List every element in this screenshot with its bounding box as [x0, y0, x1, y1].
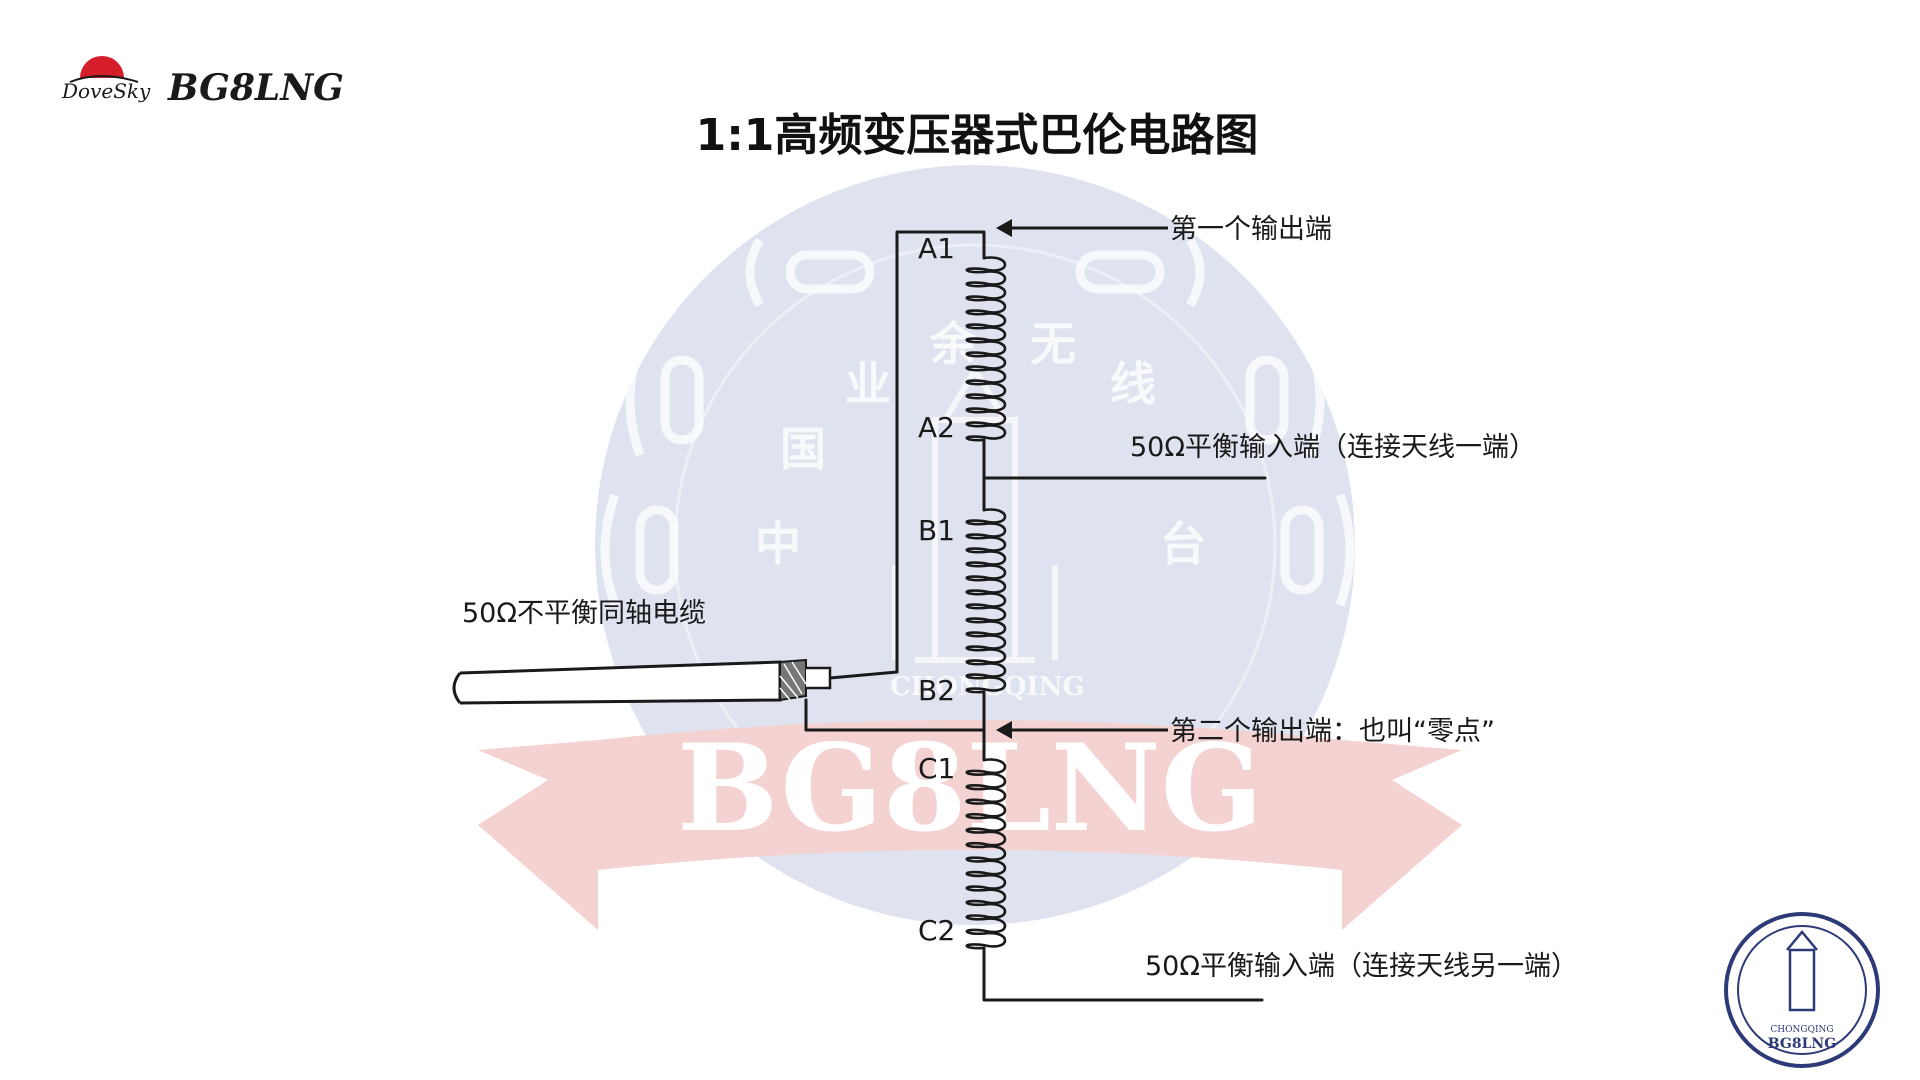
- antenna-icon: [1075, 250, 1165, 294]
- wave-icon: [1305, 343, 1325, 457]
- antenna-icon: [660, 355, 704, 445]
- braid-hatch: [779, 661, 807, 701]
- wave-icon: [625, 343, 645, 457]
- wm-char: 业: [845, 357, 891, 411]
- label-a1: A1: [918, 232, 955, 265]
- coax-cut-end: [452, 672, 462, 704]
- wm-char: 台: [1160, 517, 1206, 571]
- watermark-wave-icons: [600, 237, 1355, 607]
- annotation-unbalanced-cable: 50Ω不平衡同轴电缆: [462, 598, 706, 629]
- seal-city: CHONGQING: [1770, 1025, 1833, 1035]
- annotation-arrows: [996, 219, 1168, 739]
- antenna-icon: [1280, 505, 1324, 595]
- wm-char: 中: [755, 517, 801, 571]
- watermark-ribbon: BG8LNG: [478, 718, 1462, 930]
- seal-inner-ring: [1737, 925, 1867, 1055]
- wm-char: 无: [1030, 317, 1076, 371]
- sun-icon: [80, 56, 124, 78]
- annotation-first-output: 第一个输出端: [1170, 214, 1332, 245]
- annotation-second-output: 第二个输出端：也叫“零点”: [1170, 716, 1495, 747]
- coil-labels: A1 A2 B1 B2 C1 C2: [918, 232, 955, 947]
- dove-icon: [69, 75, 139, 83]
- annotation-balanced-input-1: 50Ω平衡输入端（连接天线一端）: [1130, 432, 1536, 463]
- page-title: 1:1高频变压器式巴伦电路图: [696, 110, 1259, 161]
- brand-callsign: BG8LNG: [167, 67, 344, 109]
- coax-center-conductor: [829, 670, 898, 680]
- transformer-windings: [965, 256, 1007, 950]
- label-c2: C2: [918, 914, 955, 947]
- winding-b: [965, 508, 1007, 694]
- wave-icon: [745, 237, 764, 308]
- brand-logo: DoveSky BG8LNG: [61, 56, 344, 109]
- annotations: 第一个输出端 50Ω平衡输入端（连接天线一端） 50Ω不平衡同轴电缆 第二个输出…: [462, 214, 1578, 982]
- wave-icon: [1335, 493, 1355, 607]
- circuit-wires: [804, 230, 1267, 1002]
- brand-script: DoveSky: [61, 79, 151, 103]
- label-b2: B2: [918, 674, 955, 707]
- ribbon-band: [598, 720, 1342, 870]
- wm-char: 线: [1110, 357, 1156, 411]
- seal-callsign: BG8LNG: [1768, 1036, 1836, 1052]
- balanced-input-2-wire: [982, 946, 1264, 1002]
- seal-tower-icon: [1788, 948, 1816, 1012]
- a1-lead-wire: [895, 230, 986, 674]
- label-b1: B1: [918, 514, 955, 547]
- seal-outer-ring: [1724, 912, 1880, 1068]
- antenna-icon: [1245, 355, 1289, 445]
- arrow-head-icon: [996, 219, 1012, 237]
- coax-cable: [452, 658, 898, 705]
- coax-jacket: [459, 660, 782, 705]
- coax-dielectric: [806, 666, 832, 690]
- shield-ground-wire: [804, 698, 986, 732]
- wave-icon: [1186, 237, 1205, 308]
- antenna-icon: [785, 250, 875, 294]
- club-seal: CHONGQING BG8LNG: [1724, 912, 1880, 1068]
- ribbon-left-tail: [478, 740, 598, 930]
- seal-tower-roof-icon: [1786, 930, 1818, 951]
- ribbon-right-tail: [1342, 740, 1462, 930]
- label-c1: C1: [918, 752, 955, 785]
- arrow-head-icon: [996, 721, 1012, 739]
- watermark-emblem: 国 业 余 无 线 台 中 CHONGQING BG8LNG: [478, 165, 1462, 930]
- wave-icon: [600, 493, 620, 607]
- annotation-balanced-input-2: 50Ω平衡输入端（连接天线另一端）: [1145, 951, 1578, 982]
- winding-c: [965, 758, 1007, 950]
- antenna-icon: [635, 505, 679, 595]
- label-a2: A2: [918, 411, 955, 444]
- wm-char: 国: [780, 422, 826, 476]
- winding-a: [965, 256, 1007, 442]
